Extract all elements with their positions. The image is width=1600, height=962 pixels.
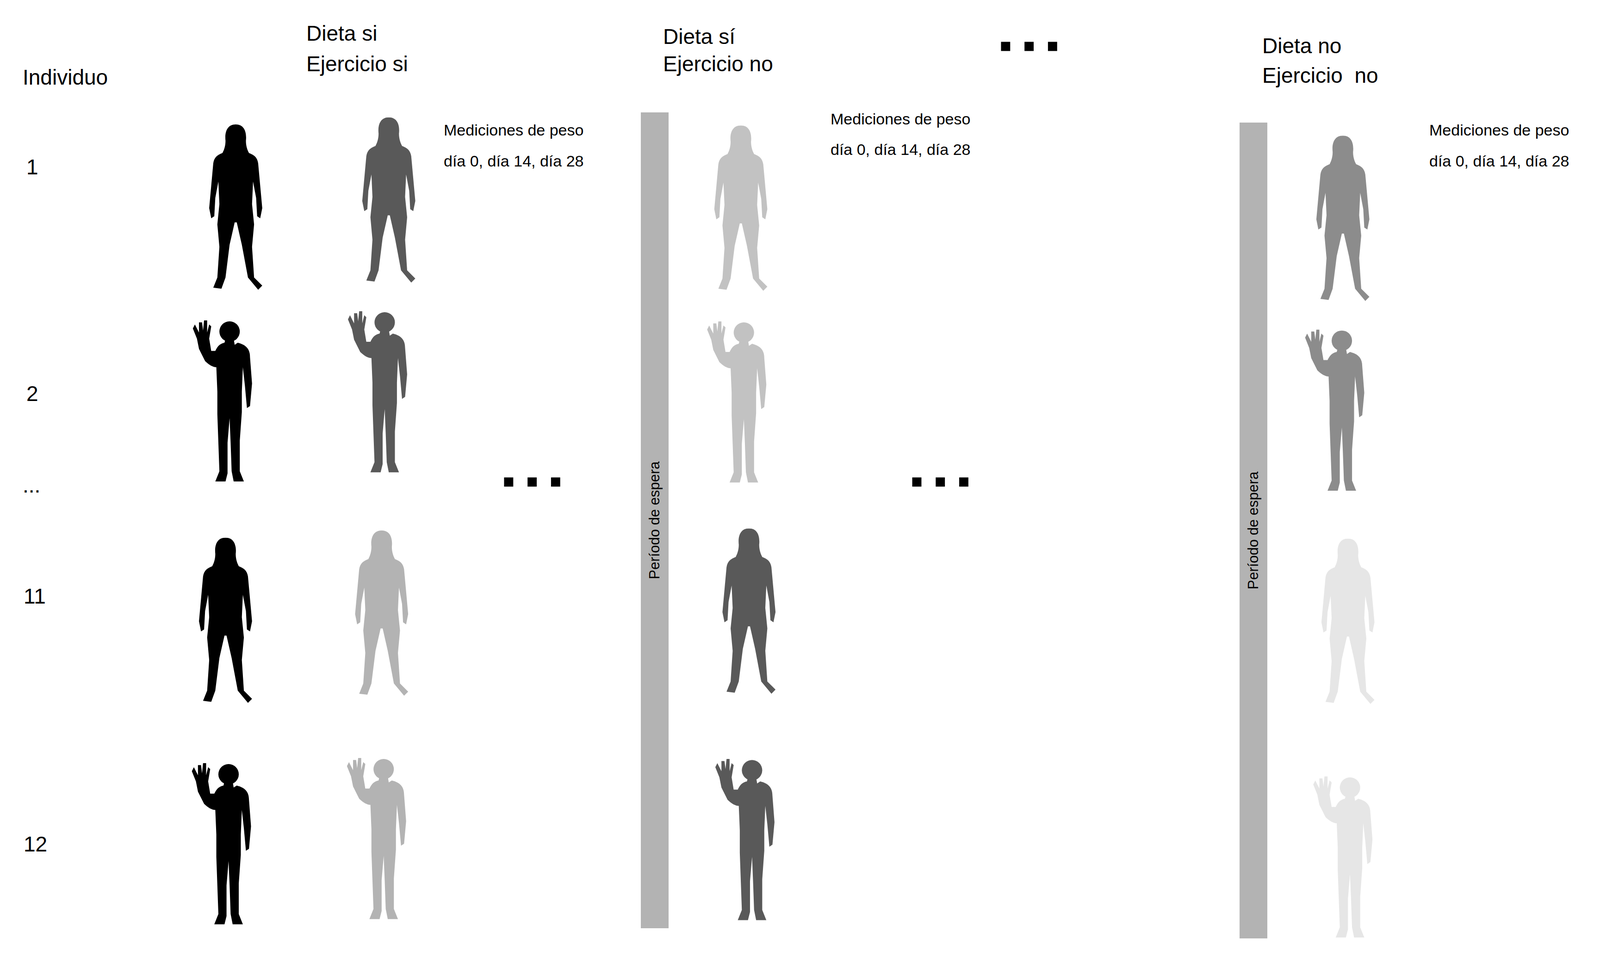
band-label: Período de espera: [1245, 471, 1262, 590]
measurement-note: Mediciones de peso: [443, 121, 584, 140]
washout-band: Período de espera: [1239, 122, 1268, 939]
measurement-note: día 0, día 14, día 28: [1429, 152, 1569, 171]
measurement-note: día 0, día 14, día 28: [830, 140, 971, 159]
column-heading: Individuo: [22, 65, 108, 90]
measurement-note: día 0, día 14, día 28: [443, 152, 584, 171]
row-number: 1: [26, 155, 39, 180]
condition-heading: Dieta sí: [663, 24, 736, 50]
washout-band: Período de espera: [640, 112, 669, 929]
condition-heading: Dieta si: [306, 21, 378, 46]
measurement-note: Mediciones de peso: [830, 110, 971, 129]
condition-heading: Ejercicio si: [306, 51, 409, 77]
row-number: 11: [23, 584, 46, 609]
row-number: 12: [23, 832, 48, 857]
condition-heading: Ejercicio no: [663, 51, 774, 77]
row-number: 2: [26, 381, 39, 407]
measurement-note: Mediciones de peso: [1429, 121, 1569, 140]
row-ellipsis: ...: [22, 473, 41, 498]
condition-heading: Ejercicio no: [1262, 63, 1379, 88]
band-label: Período de espera: [646, 461, 664, 580]
condition-heading: Dieta no: [1262, 33, 1342, 59]
